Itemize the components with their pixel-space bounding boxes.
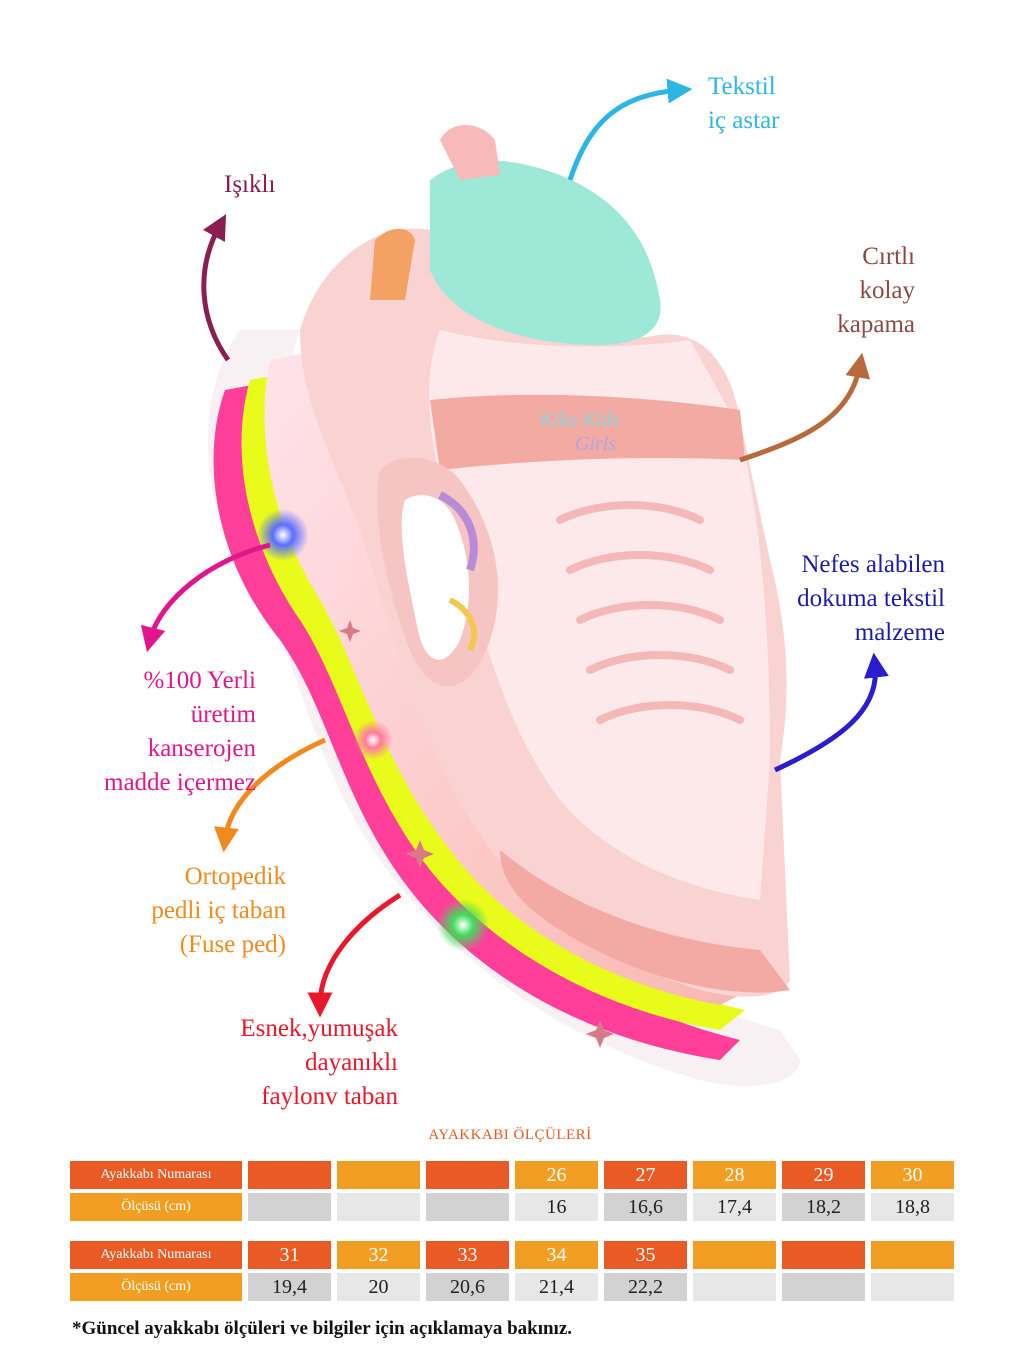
brand-logo: Kiko Kids <box>539 409 620 431</box>
table-cell: 29 <box>782 1161 865 1189</box>
table-cell: 32 <box>337 1241 420 1269</box>
size-table-title: AYAKKABI ÖLÇÜLERİ <box>428 1127 592 1143</box>
table-cell: 17,4 <box>693 1193 776 1221</box>
feature-text: dokuma tekstil <box>797 585 945 612</box>
feature-text: %100 Yerli üretim <box>143 667 256 728</box>
table-cell: 20,6 <box>426 1273 509 1301</box>
table-cell: 16 <box>515 1193 598 1221</box>
feature-text: malzeme <box>854 619 945 646</box>
row-header: Ölçüsü (cm) <box>70 1193 242 1221</box>
arrow-yerli-icon <box>140 542 271 653</box>
table-cell: 27 <box>604 1161 687 1189</box>
table-cell: 18,2 <box>782 1193 865 1221</box>
table-cell: 22,2 <box>604 1273 687 1301</box>
feature-text: Işıklı <box>224 171 276 198</box>
row-header: Ayakkabı Numarası <box>70 1241 242 1269</box>
feature-orto: Ortopedik pedli iç taban (Fuse ped) <box>100 860 286 962</box>
feature-tekstil: Tekstil iç astar <box>708 70 779 138</box>
arrow-tekstil-icon <box>567 78 693 181</box>
table-cell <box>782 1241 865 1269</box>
feature-text: Tekstil <box>708 73 776 100</box>
table-cell: 19,4 <box>248 1273 331 1301</box>
table-cell <box>337 1161 420 1189</box>
feature-text: kanserojen <box>147 735 256 762</box>
table-cell <box>426 1161 509 1189</box>
feature-yerli: %100 Yerli üretim kanserojen madde içerm… <box>80 664 256 800</box>
table-cell: 21,4 <box>515 1273 598 1301</box>
row-header: Ölçüsü (cm) <box>70 1273 242 1301</box>
feature-isikli: Işıklı <box>224 168 275 202</box>
row-header: Ayakkabı Numarası <box>70 1161 242 1189</box>
table-cell <box>248 1161 331 1189</box>
table-cell: 33 <box>426 1241 509 1269</box>
table-cell <box>693 1273 776 1301</box>
table-cell: 26 <box>515 1161 598 1189</box>
feature-cirtli: Cırtlı kolay kapama <box>820 240 915 342</box>
arrow-esnek-icon <box>307 892 402 1018</box>
size-table-2-size-row: Ölçüsü (cm) 19,4 20 20,6 21,4 22,2 <box>70 1273 954 1301</box>
table-cell: 28 <box>693 1161 776 1189</box>
arrow-nefes-icon <box>773 652 889 773</box>
table-cell <box>337 1193 420 1221</box>
arrow-orto-icon <box>213 737 327 853</box>
feature-nefes: Nefes alabilen dokuma tekstil malzeme <box>760 548 945 650</box>
arrow-isikli-icon <box>201 214 231 362</box>
table-cell: 30 <box>871 1161 954 1189</box>
table-cell <box>782 1273 865 1301</box>
feature-text: faylonv taban <box>261 1083 398 1110</box>
table-cell: 35 <box>604 1241 687 1269</box>
table-cell: 31 <box>248 1241 331 1269</box>
feature-text: iç astar <box>708 107 780 134</box>
feature-esnek: Esnek,yumuşak dayanıklı faylonv taban <box>170 1012 398 1114</box>
table-cell <box>693 1241 776 1269</box>
feature-text: kolay <box>859 277 915 304</box>
table-cell <box>871 1273 954 1301</box>
size-table-1-number-row: Ayakkabı Numarası 26 27 28 29 30 <box>70 1161 954 1189</box>
size-table-1-size-row: Ölçüsü (cm) 16 16,6 17,4 18,2 18,8 <box>70 1193 954 1221</box>
feature-text: Cırtlı <box>862 243 915 270</box>
feature-text: dayanıklı <box>304 1049 398 1076</box>
feature-text: madde içermez <box>104 769 256 796</box>
footnote: *Güncel ayakkabı ölçüleri ve bilgiler iç… <box>72 1318 573 1339</box>
feature-text: kapama <box>837 311 915 338</box>
brand-logo-sub: Girls <box>575 433 616 455</box>
feature-text: (Fuse ped) <box>179 931 286 958</box>
size-table-2-number-row: Ayakkabı Numarası 31 32 33 34 35 <box>70 1241 954 1269</box>
arrow-cirtli-icon <box>739 352 871 463</box>
feature-text: Nefes alabilen <box>801 551 945 578</box>
table-cell <box>871 1241 954 1269</box>
feature-text: pedli iç taban <box>151 897 286 924</box>
table-cell <box>426 1193 509 1221</box>
table-cell: 18,8 <box>871 1193 954 1221</box>
table-cell: 34 <box>515 1241 598 1269</box>
feature-text: Esnek,yumuşak <box>240 1015 398 1042</box>
table-cell <box>248 1193 331 1221</box>
table-cell: 20 <box>337 1273 420 1301</box>
shoe-illustration: Kiko Kids Girls <box>140 78 889 1087</box>
feature-text: Ortopedik <box>184 863 286 890</box>
table-cell: 16,6 <box>604 1193 687 1221</box>
